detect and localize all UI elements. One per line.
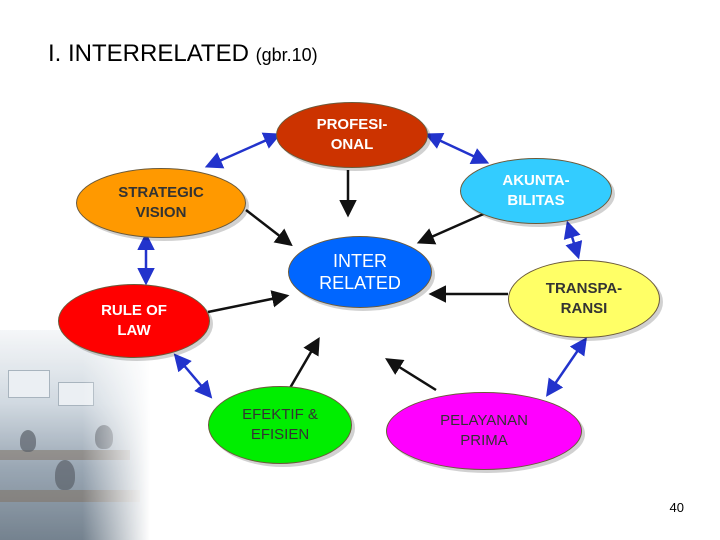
- node-pelayanan-prima-label: PELAYANAN PRIMA: [440, 412, 528, 449]
- arrow-profesional-akuntabilitas: [424, 132, 490, 165]
- slide-title-main: I. INTERRELATED: [48, 40, 249, 67]
- arrow-strategic-vision-to-interrelated: [245, 209, 293, 247]
- slide-title: I. INTERRELATED (gbr.10): [48, 40, 318, 68]
- arrow-transparansi-pelayanan-prima: [546, 337, 587, 397]
- arrow-rule-of-law-efektif-efisien: [173, 353, 213, 399]
- arrow-rule-of-law-to-interrelated: [207, 290, 290, 314]
- node-efektif-efisien: EFEKTIF & EFISIEN: [208, 386, 352, 464]
- arrow-profesional-strategic-vision: [204, 132, 282, 169]
- node-transparansi-label: TRANSPA- RANSI: [545, 280, 623, 317]
- arrow-pelayanan-prima-to-interrelated: [385, 358, 437, 392]
- node-efektif-efisien-label: EFEKTIF & EFISIEN: [242, 406, 318, 443]
- node-interrelated: INTER RELATED: [288, 236, 432, 308]
- node-pelayanan-prima: PELAYANAN PRIMA: [386, 392, 582, 470]
- node-rule-of-law: RULE OF LAW: [58, 284, 210, 358]
- node-transparansi: TRANSPA- RANSI: [508, 260, 660, 338]
- arrow-efektif-efisien-to-interrelated: [288, 336, 320, 389]
- arrow-akuntabilitas-to-interrelated: [416, 210, 489, 245]
- node-rule-of-law-label: RULE OF LAW: [101, 302, 167, 339]
- node-profesional: PROFESI- ONAL: [276, 102, 428, 168]
- node-profesional-label: PROFESI- ONAL: [316, 116, 388, 153]
- slide-title-sub: (gbr.10): [255, 45, 318, 65]
- arrow-akuntabilitas-transparansi: [563, 220, 583, 260]
- page-number: 40: [669, 500, 684, 515]
- node-akuntabilitas: AKUNTA- BILITAS: [460, 158, 612, 224]
- node-strategic-vision: STRATEGIC VISION: [76, 168, 246, 238]
- node-strategic-vision-label: STRATEGIC VISION: [118, 184, 204, 221]
- node-interrelated-label: INTER RELATED: [319, 251, 401, 293]
- node-akuntabilitas-label: AKUNTA- BILITAS: [502, 172, 570, 209]
- background-classroom-photo: [0, 330, 150, 540]
